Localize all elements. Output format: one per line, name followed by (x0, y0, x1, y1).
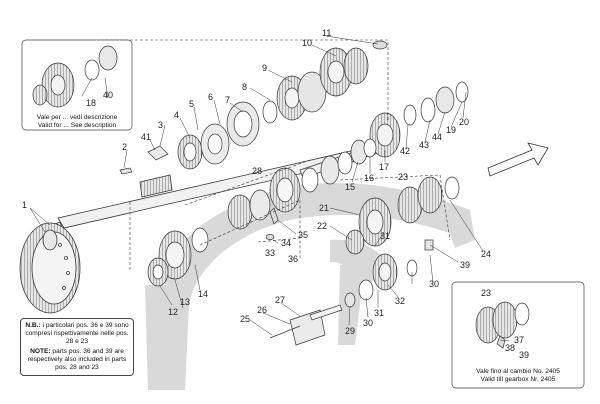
callout-21: 21 (319, 203, 329, 213)
callout-14: 14 (198, 289, 208, 299)
loose-small-parts (119, 145, 279, 240)
note-box: N.B.: i particolari pos. 36 e 39 sono co… (20, 318, 134, 376)
inset-bottom-right-parts (451, 281, 585, 389)
callout-40: 40 (103, 90, 113, 100)
pump-assembly (269, 279, 374, 346)
callout-23-main: 23 (398, 172, 408, 182)
callout-34: 34 (281, 238, 291, 248)
callout-17: 17 (379, 162, 389, 172)
callout-6: 6 (208, 92, 213, 102)
callout-24: 24 (481, 249, 491, 259)
callout-4: 4 (174, 110, 179, 120)
callout-43: 43 (419, 140, 429, 150)
lower-left-gear (147, 227, 209, 287)
callout-42: 42 (400, 146, 410, 156)
callout-23-inset: 23 (481, 288, 491, 298)
callout-36: 36 (288, 254, 298, 264)
callout-30-lower: 30 (363, 318, 373, 328)
watermark-logo (145, 182, 475, 390)
note-en-text: parts pos. 36 and 39 are respectively al… (27, 348, 127, 371)
inset-top-left-line2: Valid for ... See description (37, 122, 117, 129)
inset-bottom-right-line1: Vale fino al cambio No. 2405 (476, 368, 560, 375)
callout-9: 9 (262, 63, 267, 73)
callout-5: 5 (189, 99, 194, 109)
callout-numbers: 11 10 9 8 7 6 5 4 3 41 2 1 18 40 28 42 4… (22, 28, 529, 360)
inset-top-left-caption: Vale per ... vedi descrizione Valid for … (22, 114, 132, 130)
callout-13: 13 (180, 297, 190, 307)
callout-26: 26 (257, 305, 267, 315)
callout-25: 25 (240, 314, 250, 324)
callout-39-main: 39 (460, 260, 470, 270)
callout-37: 37 (514, 335, 524, 345)
ring-gear (19, 222, 81, 314)
note-it: N.B.: i particolari pos. 36 e 39 sono co… (25, 322, 129, 346)
callout-20: 20 (459, 117, 469, 127)
callout-44: 44 (432, 132, 442, 142)
callout-16: 16 (364, 173, 374, 183)
callout-10: 10 (302, 38, 312, 48)
callout-1: 1 (22, 200, 27, 210)
upper-gear-stack (177, 40, 388, 170)
callout-12: 12 (168, 307, 178, 317)
callout-41: 41 (141, 132, 151, 142)
callout-31-lower: 31 (374, 308, 384, 318)
synchronizer-group (227, 151, 353, 230)
note-en: NOTE: parts pos. 36 and 39 are respectiv… (25, 348, 129, 372)
callout-19: 19 (446, 125, 456, 135)
note-en-label: NOTE: (30, 348, 51, 355)
callout-2: 2 (122, 142, 127, 152)
inset-bottom-right-line2: Valid till gearbox Nr. 2405 (480, 376, 556, 383)
note-box-text: N.B.: i particolari pos. 36 e 39 sono co… (21, 319, 133, 375)
callout-28: 28 (252, 166, 262, 176)
direction-arrow (487, 142, 549, 177)
callout-11: 11 (322, 28, 331, 38)
callout-29: 29 (345, 326, 355, 336)
grouping-brackets (100, 39, 451, 270)
callout-7: 7 (225, 95, 230, 105)
note-it-text: i particolari pos. 36 e 39 sono compresi… (25, 322, 129, 345)
inset-top-left-line1: Vale per ... vedi descrizione (36, 114, 118, 121)
callout-31-upper: 31 (380, 231, 390, 241)
callout-18: 18 (86, 98, 96, 108)
callout-33: 33 (265, 248, 275, 258)
callout-8: 8 (242, 82, 247, 92)
inset-top-left-parts (21, 39, 133, 131)
callout-3: 3 (158, 120, 163, 130)
leader-lines (29, 35, 510, 342)
callout-15: 15 (345, 182, 355, 192)
callout-22: 22 (317, 221, 327, 231)
callout-38: 38 (505, 343, 515, 353)
callout-39-inset: 39 (519, 350, 529, 360)
callout-32: 32 (395, 296, 405, 306)
callout-35: 35 (298, 230, 308, 240)
note-it-label: N.B.: (25, 322, 41, 329)
callout-30-right: 30 (429, 279, 439, 289)
callout-27: 27 (275, 295, 285, 305)
inset-bottom-right-caption: Vale fino al cambio No. 2405 Valid till … (452, 368, 584, 384)
